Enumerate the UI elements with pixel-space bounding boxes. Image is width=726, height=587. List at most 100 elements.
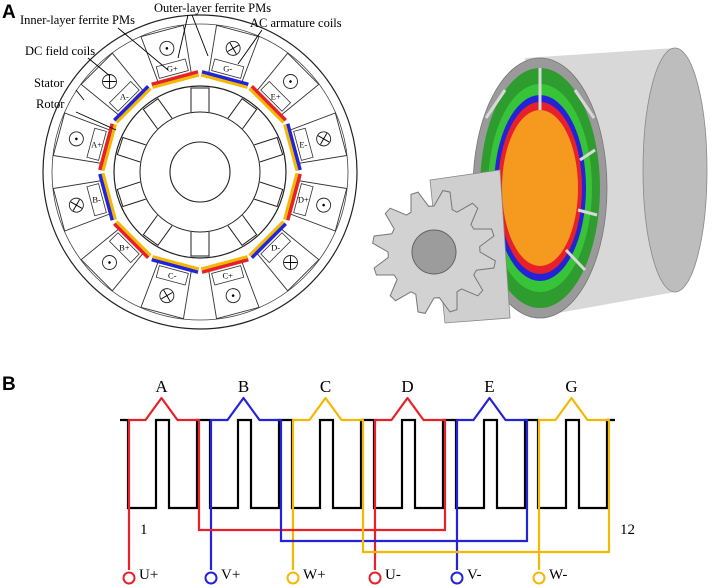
- cylinder-back: [642, 47, 708, 293]
- dot-mark: [75, 137, 78, 141]
- phase-label-B: B: [238, 377, 249, 396]
- return-W: [361, 520, 611, 554]
- inner-pm: [101, 172, 117, 220]
- ac-coil-box: [260, 232, 292, 264]
- terminals: U+ V+ W+ U- V- W-: [139, 567, 567, 583]
- stator-tooth-12: [52, 172, 117, 232]
- ac-coil-box: [155, 265, 189, 286]
- cross-mark: [103, 75, 116, 88]
- terminal-label-U-: U-: [385, 567, 401, 583]
- slot-label-B-: B-: [92, 195, 101, 205]
- rotor-tooth-outline: [142, 98, 173, 130]
- terminal-V-: [450, 571, 464, 585]
- terminal-U-: [368, 571, 382, 585]
- leader-inner-pm: [117, 27, 169, 71]
- callout-dc-coils: DC field coils: [25, 44, 95, 58]
- cross-mark: [227, 42, 239, 55]
- slot-label-E-: E-: [299, 139, 307, 149]
- inner-pm: [115, 220, 152, 257]
- terminal-label-V-: V-: [467, 567, 481, 583]
- phase-label-E: E: [484, 377, 494, 396]
- panel-b-letter: B: [2, 374, 16, 395]
- inner-bore: [502, 110, 578, 266]
- rotor-tooth-6: [190, 232, 210, 257]
- ac-coil-box: [260, 80, 292, 112]
- dot-mark: [165, 47, 169, 50]
- coil-D: [373, 396, 447, 570]
- rotor-tooth-9: [116, 136, 146, 163]
- slot-label-C+: C+: [222, 270, 233, 280]
- rotor-tooth-outline: [142, 214, 173, 246]
- rotor-tooth-outline: [116, 136, 146, 163]
- phase-label-G: G: [565, 377, 577, 396]
- coil-A: [127, 396, 201, 570]
- rotor-tooth-5: [227, 214, 258, 246]
- return-V: [279, 520, 529, 543]
- dot-mark: [231, 294, 235, 297]
- leader-dc-coils: [87, 57, 111, 77]
- inner-pm: [248, 220, 285, 257]
- terminal-V+: [204, 571, 218, 585]
- ac-coil-box: [211, 265, 245, 286]
- terminal-label-W-: W-: [549, 567, 567, 583]
- slot-label-D-: D-: [271, 243, 280, 253]
- dot-mark: [322, 203, 325, 207]
- outer-pm: [98, 173, 114, 221]
- outer-pm: [113, 85, 150, 122]
- inner-pm: [200, 73, 248, 89]
- rotor-tooth-outline: [254, 136, 284, 163]
- callout-stator: Stator: [34, 76, 65, 90]
- stator-tooth-9: [200, 255, 260, 320]
- coil-B: [209, 396, 283, 570]
- rotor-tooth-2: [227, 98, 258, 130]
- dot-mark: [108, 261, 111, 264]
- ac-coil-box: [293, 127, 314, 161]
- inner-pm: [200, 255, 248, 271]
- rotor-tooth-outline: [116, 181, 146, 208]
- terminal-label-W+: W+: [303, 567, 326, 583]
- leader-ac-coils: [237, 29, 263, 65]
- return-U: [197, 520, 447, 532]
- leader-rotor: [75, 111, 117, 131]
- outer-pm: [250, 85, 287, 122]
- outer-pm: [286, 173, 302, 221]
- stator-tooth-10: [140, 255, 200, 320]
- outer-pm: [286, 123, 302, 171]
- outer-pm: [98, 123, 114, 171]
- rotor-tooth-1: [190, 87, 210, 112]
- coil-G: [537, 396, 611, 570]
- rotor-tooth-7: [142, 214, 173, 246]
- rotor-gear-end: [372, 190, 496, 314]
- outer-pm: [113, 222, 150, 259]
- dot-mark: [289, 80, 292, 83]
- ac-coil-box: [86, 183, 107, 217]
- inner-pm: [283, 172, 299, 220]
- motor-3d-illustration: [372, 47, 708, 324]
- outer-pm: [201, 70, 249, 86]
- terminal-label-V+: V+: [221, 567, 240, 583]
- outer-pm: [201, 258, 249, 274]
- inner-pm: [101, 124, 117, 172]
- phase-label-C: C: [320, 377, 331, 396]
- stator-comb-outline: [120, 418, 615, 510]
- slot-label-B+: B+: [119, 243, 130, 253]
- outer-pm: [151, 258, 199, 274]
- terminal-label-U+: U+: [139, 567, 158, 583]
- rotor-tooth-outline: [254, 181, 284, 208]
- rotor-tooth-3: [254, 136, 284, 163]
- ac-coil-box: [293, 183, 314, 217]
- winding-wires: [122, 396, 611, 585]
- slot-labels: A+A-G+G-E+E-D+D-C+C-B+B-: [91, 64, 309, 281]
- slot-number-last: 12: [620, 522, 635, 538]
- rotor-tooth-outline: [190, 232, 210, 257]
- rotor-tooth-outline: [227, 214, 258, 246]
- phase-label-D: D: [401, 377, 413, 396]
- terminal-U+: [122, 571, 136, 585]
- ac-coil-box: [108, 232, 140, 264]
- inner-pm: [152, 255, 200, 271]
- callouts: Outer-layer ferrite PMs Inner-layer ferr…: [20, 1, 342, 131]
- coil-E: [455, 396, 529, 570]
- callout-outer-pm: Outer-layer ferrite PMs: [154, 1, 271, 15]
